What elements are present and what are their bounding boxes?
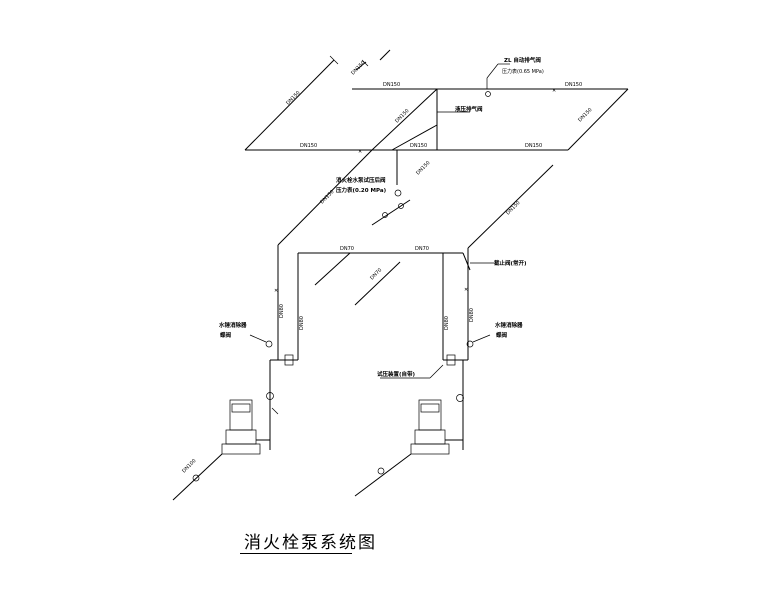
top-manifold: ✕ ✕ ZL 自动排气阀 压力表(0.65 MPa) 液压排气阀 DN150 D… [244,49,629,155]
pipe-size-label: DN70 [369,267,383,281]
pipe-size-label: DN150 [505,200,521,216]
middle-header: DN70 DN70 DN70 截止阀(常开) DN80 DN80 DN80 DN… [279,246,527,360]
pipe-size-label: DN150 [410,143,427,149]
pressure-gauge-icon [192,474,200,482]
pipe-size-label: DN150 [319,189,335,205]
stop-valve-label: 截止阀(常开) [494,259,527,267]
right-pump-set: 水锤消除器 蝶阀 试压装置(自带) [354,321,523,497]
pressure-mid-label: 压力表(0.20 MPa) [336,186,387,194]
exhaust-valve-label: ZL 自动排气阀 [504,56,541,64]
pressure-gauge-icon [266,392,274,400]
pipe-size-label: DN80 [299,316,305,330]
gate-valve-icon: ✕ [274,288,278,294]
gate-valve-icon: ✕ [358,149,362,155]
title-underline [240,553,352,554]
pipe-size-label: DN150 [577,107,593,123]
test-valve-label: 试压装置(自带) [377,370,416,378]
pipe-size-label: DN150 [300,143,317,149]
pipe-size-label: DN80 [444,316,450,330]
pipe-size-label: DN80 [279,304,285,318]
pressure-top-label: 压力表(0.65 MPa) [502,68,544,75]
right-suction-label: 水锤消除器 [495,321,523,329]
gate-valve-icon: ✕ [464,287,468,293]
check-valve-icon [382,212,388,218]
check-valve-icon [446,354,456,366]
pressure-gauge-icon [394,189,402,197]
left-pump-set: 水锤消除器 蝶阀 DN100 [172,321,298,501]
pressure-mid-label: 消火栓水泵试压后阀 [336,176,386,184]
pipe-size-label: DN100 [181,458,197,474]
pipe-size-label: DN150 [415,160,431,176]
check-valve-icon [398,203,404,209]
pump-icon [229,399,253,431]
left-suction-label: 水锤消除器 [219,321,247,329]
pipe-size-label: DN150 [565,82,582,88]
gate-valve-icon: ✕ [552,88,556,94]
pressure-gauge-icon [265,340,273,348]
diagram-title: 消火栓泵系统图 [244,533,377,553]
exhaust-valve-icon [485,91,491,97]
pipe-size-label: DN150 [285,90,301,106]
left-suction-label: 蝶阀 [220,331,232,339]
pipe-size-label: DN150 [525,143,542,149]
flush-valve-label: 液压排气阀 [455,105,483,113]
check-valve-icon [284,354,294,366]
pipe-size-label: DN70 [340,246,354,252]
pressure-gauge-icon [466,340,474,348]
pipe-size-label: DN70 [415,246,429,252]
pressure-gauge-icon [377,467,385,475]
pipe-size-label: DN150 [383,82,400,88]
pressure-gauge-icon [456,394,464,402]
pipe-size-label: DN150 [350,60,366,76]
right-suction-label: 蝶阀 [496,331,508,339]
pipe-size-label: DN80 [469,308,475,322]
pump-icon [418,399,442,431]
